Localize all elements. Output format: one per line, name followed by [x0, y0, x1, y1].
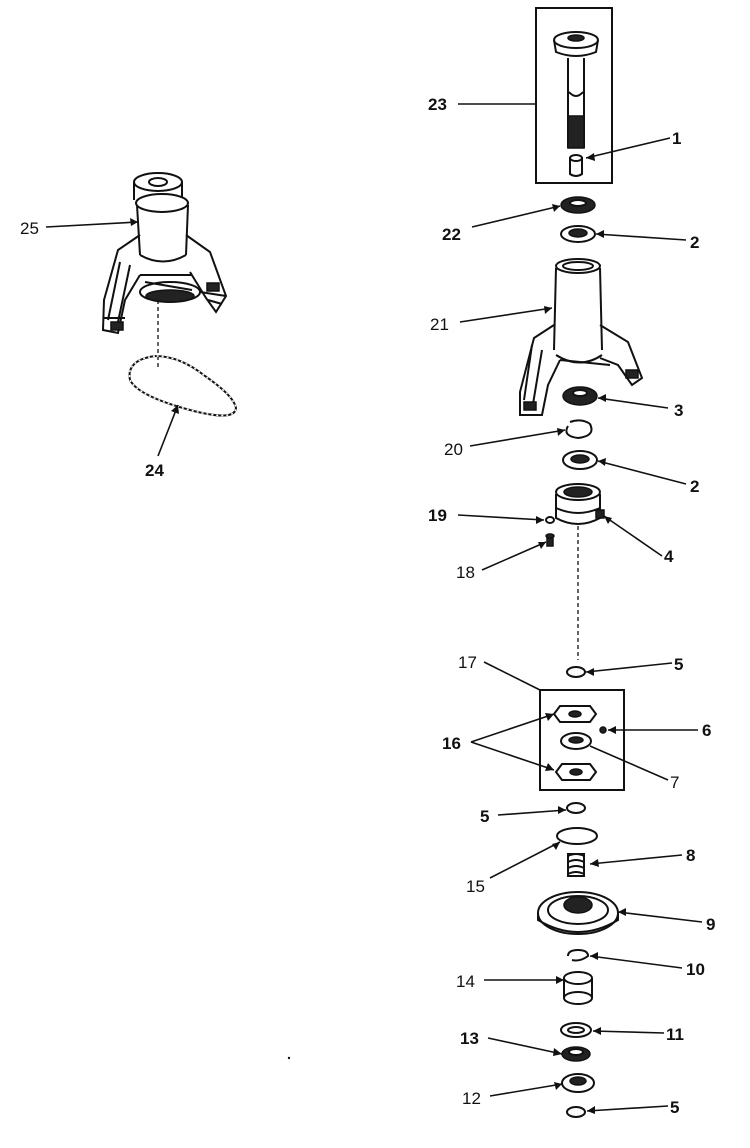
part-4-clutch-housing: [555, 483, 605, 525]
part-2-bearing-lower: [562, 450, 598, 470]
part-5-retaining-ring-middle: [566, 802, 586, 814]
callout-22: 22: [442, 225, 461, 244]
callout-6: 6: [702, 721, 711, 740]
callout-25: 25: [20, 219, 39, 238]
callout-5-bottom: 5: [670, 1098, 679, 1117]
callout-2-lower: 2: [690, 477, 699, 496]
callout-24: 24: [145, 461, 164, 480]
part-5-retaining-ring-bottom: [566, 1106, 586, 1118]
callout-14: 14: [456, 972, 475, 991]
callout-15: 15: [466, 877, 485, 896]
callout-20: 20: [444, 440, 463, 459]
part-20-snap-ring: [565, 419, 593, 440]
callout-19: 19: [428, 506, 447, 525]
arrowheads: [130, 153, 626, 1114]
callout-12: 12: [462, 1089, 481, 1108]
leader-lines: [45, 103, 703, 1112]
callout-18: 18: [456, 563, 475, 582]
callout-21: 21: [430, 315, 449, 334]
part-10-clip: [567, 948, 590, 962]
callout-5-top: 5: [674, 655, 683, 674]
callout-4: 4: [664, 547, 674, 566]
callout-11: 11: [666, 1025, 684, 1044]
part-16-plate-upper: [552, 705, 598, 723]
part-23-shaft-box: [535, 7, 613, 184]
part-17-kit-box: [539, 689, 625, 791]
part-18-screw: [545, 533, 555, 547]
callout-17: 17: [458, 653, 477, 672]
callout-labels: 25 24 23 1 22 2 21 3 20 2 19 4 18 5 17 1…: [20, 95, 715, 1117]
part-11-washer: [560, 1022, 592, 1038]
part-7-bearing: [560, 732, 592, 750]
callout-10: 10: [686, 960, 705, 979]
part-9-pulley: [537, 891, 619, 935]
part-2-bearing-upper: [560, 225, 596, 243]
part-5-retaining-ring-top: [566, 666, 586, 678]
part-22-bearing: [560, 196, 596, 214]
callout-1: 1: [672, 129, 681, 148]
part-12-bearing: [561, 1073, 595, 1093]
callout-2-upper: 2: [690, 233, 699, 252]
callout-8: 8: [686, 846, 695, 865]
callout-9: 9: [706, 915, 715, 934]
callout-3: 3: [674, 401, 683, 420]
part-21-housing: [519, 258, 644, 416]
part-8-spring: [567, 853, 585, 877]
part-19-washer: [545, 516, 555, 524]
callout-13: 13: [460, 1029, 479, 1048]
part-24-drive-belt: [128, 354, 238, 417]
callout-16: 16: [442, 734, 461, 753]
callout-7: 7: [670, 773, 679, 792]
callout-5-middle: 5: [480, 807, 489, 826]
part-13-bearing: [561, 1046, 591, 1062]
part-3-bearing: [562, 386, 598, 406]
part-14-springs: [563, 971, 593, 1005]
callout-23: 23: [428, 95, 447, 114]
part-16-plate-lower: [554, 763, 598, 781]
part-25-transmission-housing: [101, 172, 228, 368]
part-15-o-ring: [556, 827, 598, 845]
part-6-ball: [599, 726, 607, 734]
